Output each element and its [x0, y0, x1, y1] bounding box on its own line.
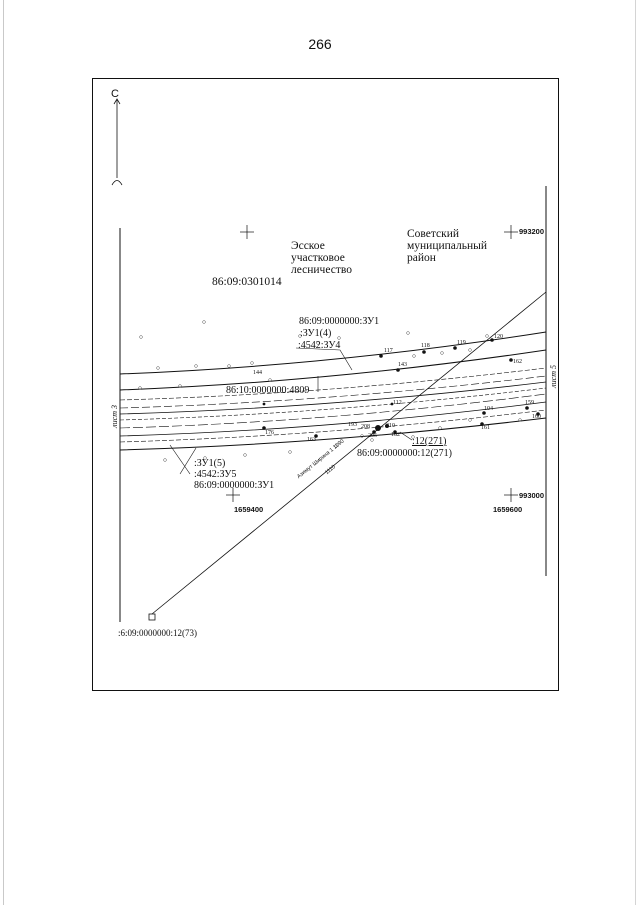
coord-1659400: 1659400: [234, 505, 264, 514]
corner-point-marker: [148, 613, 156, 621]
point-176: 176: [265, 430, 274, 436]
zu-right-label2: 86:09:0000000:12(271): [357, 448, 452, 459]
point-163: 163: [307, 437, 316, 443]
point-120: 120: [494, 334, 503, 340]
scatter-dots: [138, 320, 522, 462]
zu-bottom-line2: :4542:ЗУ5: [194, 469, 237, 480]
zu-corner-label: :6:09:0000000:12(73): [118, 628, 197, 638]
page-edge-right: [635, 0, 636, 905]
leader-lines: [169, 347, 413, 475]
coord-993000: 993000: [519, 491, 545, 500]
zu-top-line2: :ЗУ1(4): [300, 328, 332, 339]
survey-points: [262, 338, 540, 438]
quarter-label: 86:09:0301014: [212, 276, 282, 288]
forestry-label: Эсское участковое лесничество: [291, 240, 352, 276]
corridor-boundaries: [119, 331, 547, 451]
point-143: 143: [398, 362, 407, 368]
point-118: 118: [421, 343, 430, 349]
point-119: 119: [457, 340, 466, 346]
point-162: 162: [513, 359, 522, 365]
coord-1659600: 1659600: [493, 505, 523, 514]
coord-993200: 993200: [519, 227, 545, 236]
district-label: Советский муниципальный район: [407, 228, 488, 264]
page-number: 266: [308, 36, 332, 52]
point-112: 112: [393, 400, 402, 406]
sheet-left-label: лист 3: [110, 405, 119, 428]
north-arrow-icon: [111, 98, 123, 186]
zu-right-label1: :12(271): [412, 436, 447, 447]
point-144: 144: [253, 370, 262, 376]
page-edge-left: [3, 0, 4, 905]
coordinate-crosses: [226, 225, 518, 502]
zu-top-line1: 86:09:0000000:ЗУ1: [299, 316, 380, 327]
point-161: 161: [481, 425, 490, 431]
point-205: 205: [368, 433, 377, 439]
zu-mid-label: 86:10:0000000:4809: [226, 385, 310, 396]
point-193: 193: [348, 422, 357, 428]
diagonal-survey-line: [151, 291, 547, 615]
zu-bottom-line3: 86:09:0000000:ЗУ1: [194, 480, 275, 491]
map-frame: [92, 78, 559, 691]
sheet-right-label: лист 5: [549, 365, 558, 388]
zu-bottom-line1: :ЗУ1(5): [194, 458, 226, 469]
point-160: 160: [532, 414, 541, 420]
zu-top-line3: :4542:ЗУ4: [298, 340, 341, 351]
point-182: 182: [391, 432, 400, 438]
point-159: 159: [525, 400, 534, 406]
point-117: 117: [384, 348, 393, 354]
point-104: 104: [484, 406, 493, 412]
point-208: 208: [361, 424, 370, 430]
point-210: 210: [386, 423, 395, 429]
north-letter: С: [111, 88, 119, 100]
